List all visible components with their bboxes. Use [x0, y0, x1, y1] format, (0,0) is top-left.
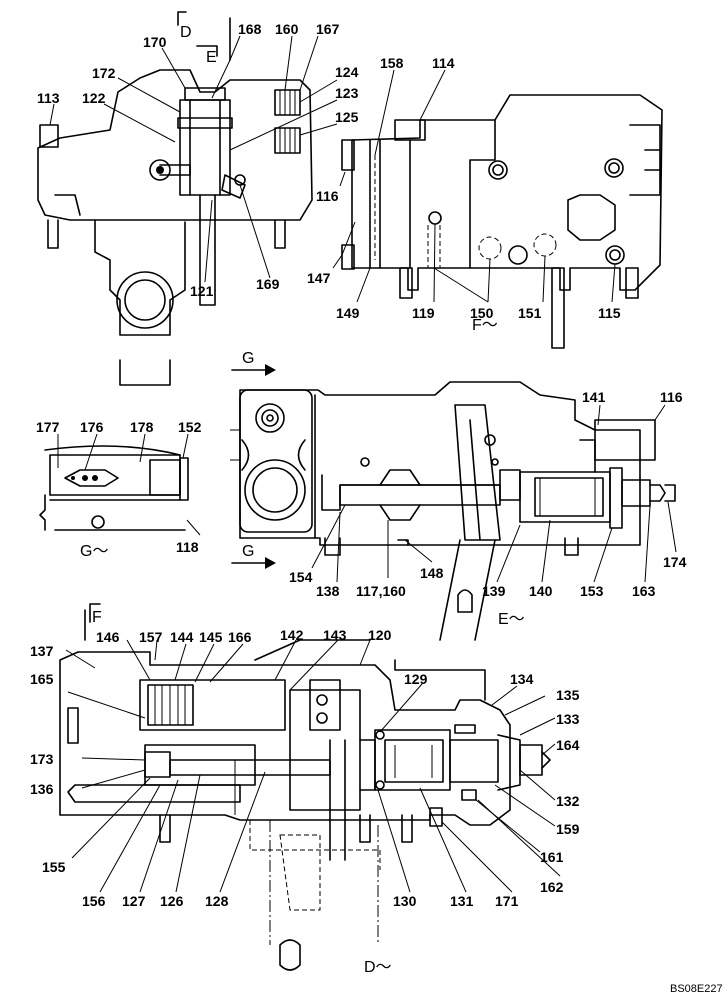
part-label: 136 — [30, 781, 54, 797]
part-label: 132 — [556, 793, 580, 809]
section-mark-d: D — [180, 24, 192, 41]
part-label: 116 — [316, 188, 339, 204]
part-label: 113 — [37, 90, 60, 106]
part-label: 169 — [256, 276, 280, 292]
part-label: 150 — [470, 305, 494, 321]
part-label: 151 — [518, 305, 542, 321]
part-label: 115 — [598, 305, 621, 321]
part-labels: 113 122 172 170 168 160 167 124 123 125 … — [30, 21, 687, 909]
part-label: 130 — [393, 893, 417, 909]
view-title-g: G～ — [80, 543, 108, 560]
part-label: 148 — [420, 565, 444, 581]
part-label: 157 — [139, 629, 163, 645]
part-label: 137 — [30, 643, 54, 659]
section-mark-e: E — [206, 49, 217, 66]
part-label: 120 — [368, 627, 392, 643]
part-label: 170 — [143, 34, 167, 50]
part-label: 119 — [412, 305, 435, 321]
part-label: 134 — [510, 671, 534, 687]
part-label: 176 — [80, 419, 104, 435]
part-label: 143 — [323, 627, 347, 643]
part-label: 139 — [482, 583, 506, 599]
middle-right-view — [230, 381, 676, 641]
part-label: 154 — [289, 569, 313, 585]
part-label: 155 — [42, 859, 66, 875]
section-mark-g-bottom: G — [242, 543, 254, 560]
section-marks: D E F G G — [84, 11, 276, 641]
part-label: 145 — [199, 629, 223, 645]
part-label: 172 — [92, 65, 116, 81]
part-label: 135 — [556, 687, 580, 703]
part-label: 153 — [580, 583, 604, 599]
drawing-code: BS08E227 — [670, 983, 723, 995]
part-label: 164 — [556, 737, 580, 753]
part-label: 162 — [540, 879, 564, 895]
part-label: 126 — [160, 893, 184, 909]
part-label: 116 — [660, 389, 683, 405]
part-label: 159 — [556, 821, 580, 837]
part-label: 121 — [190, 283, 214, 299]
part-label: 127 — [122, 893, 146, 909]
part-label: 144 — [170, 629, 194, 645]
part-label: 125 — [335, 109, 359, 125]
part-label: 158 — [380, 55, 404, 71]
part-label: 117,160 — [356, 583, 406, 599]
part-label: 178 — [130, 419, 154, 435]
part-label: 146 — [96, 629, 120, 645]
part-label: 131 — [450, 893, 474, 909]
middle-left-view — [39, 445, 189, 531]
part-label: 149 — [336, 305, 360, 321]
part-label: 171 — [495, 893, 519, 909]
part-label: 156 — [82, 893, 106, 909]
part-label: 163 — [632, 583, 656, 599]
part-label: 173 — [30, 751, 54, 767]
part-label: 147 — [307, 270, 331, 286]
part-label: 167 — [316, 21, 340, 37]
part-label: 123 — [335, 85, 359, 101]
part-label: 114 — [432, 55, 455, 71]
part-label: 140 — [529, 583, 553, 599]
part-label: 128 — [205, 893, 229, 909]
part-label: 166 — [228, 629, 252, 645]
top-right-view — [341, 94, 663, 349]
leader-lines — [49, 35, 677, 893]
section-mark-g-top: G — [242, 350, 254, 367]
view-title-e: E～ — [498, 611, 525, 628]
part-label: 141 — [582, 389, 606, 405]
part-label: 168 — [238, 21, 262, 37]
part-label: 177 — [36, 419, 60, 435]
part-label: 152 — [178, 419, 202, 435]
part-label: 133 — [556, 711, 580, 727]
view-title-d: D～ — [364, 959, 392, 976]
part-label: 138 — [316, 583, 340, 599]
view-title-f: F～ — [472, 317, 498, 334]
part-label: 161 — [540, 849, 564, 865]
part-label: 118 — [176, 539, 199, 555]
part-label: 129 — [404, 671, 428, 687]
part-label: 122 — [82, 90, 106, 106]
bottom-view — [59, 639, 551, 971]
part-label: 174 — [663, 554, 687, 570]
part-label: 165 — [30, 671, 54, 687]
section-mark-f: F — [92, 609, 102, 626]
top-left-view — [37, 69, 313, 386]
part-label: 142 — [280, 627, 304, 643]
part-label: 160 — [275, 21, 299, 37]
view-titles: F～ G～ E～ D～ — [80, 317, 525, 976]
part-label: 124 — [335, 64, 359, 80]
